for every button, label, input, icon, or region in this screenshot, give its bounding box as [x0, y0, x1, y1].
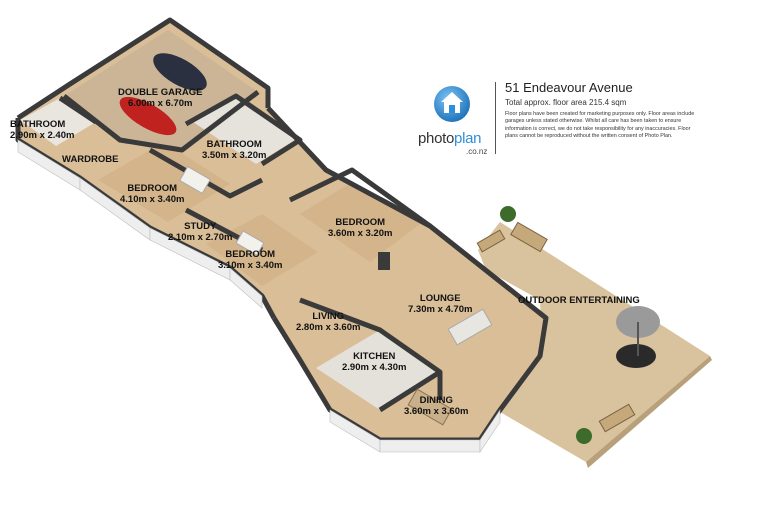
- house-pin-icon: [434, 86, 470, 122]
- bed1-floor: [98, 142, 230, 222]
- bath2-floor: [190, 96, 298, 164]
- property-address: 51 Endeavour Avenue: [505, 80, 633, 95]
- brand-name: photoplan: [418, 130, 482, 147]
- outdoor-furniture: [476, 206, 660, 444]
- room-label-wardrobe: WARDROBE: [62, 154, 119, 165]
- property-info: 51 Endeavour Avenue Total approx. floor …: [505, 80, 695, 140]
- brand-domain: .co.nz: [466, 147, 488, 156]
- outdoor-deck: [478, 222, 710, 462]
- disclaimer: Floor plans have been created for market…: [505, 111, 695, 139]
- wall-faces: [17, 139, 501, 453]
- header-divider: [495, 82, 496, 154]
- cars: [119, 53, 207, 136]
- floor-area: Total approx. floor area 215.4 sqm: [505, 98, 627, 107]
- furniture: [179, 165, 493, 426]
- deck-edge: [586, 356, 712, 468]
- room-label-outdoor: OUTDOOR ENTERTAINING: [518, 295, 640, 306]
- bed3-floor: [300, 182, 420, 262]
